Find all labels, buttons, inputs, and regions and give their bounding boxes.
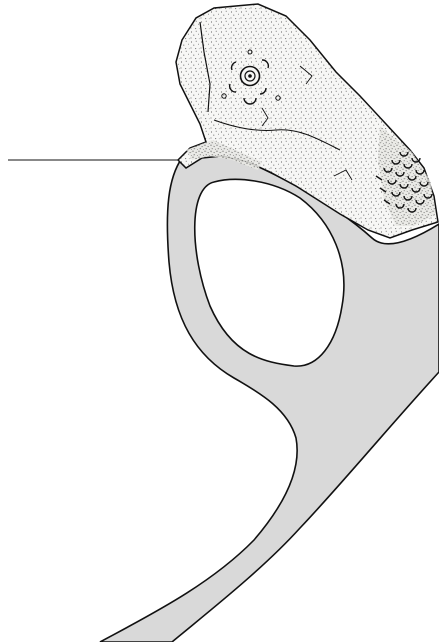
illustration-canvas [0, 0, 439, 642]
technical-illustration [0, 0, 439, 642]
